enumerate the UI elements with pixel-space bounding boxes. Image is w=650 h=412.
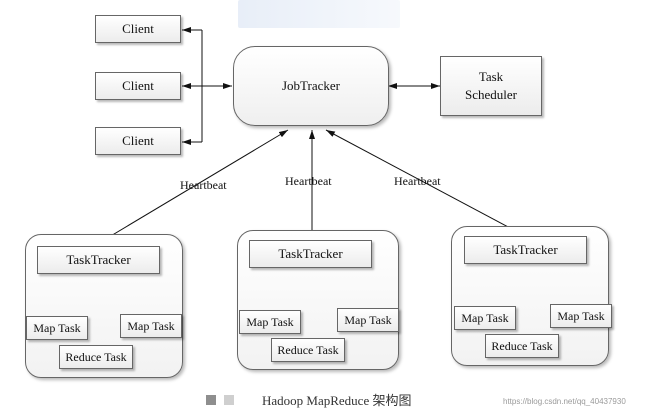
map-task-left-label-1: Map Task	[33, 320, 81, 335]
client-label-2: Client	[122, 78, 154, 93]
task-scheduler-line-1: Task	[478, 69, 504, 84]
map-task-left-label-2: Map Task	[246, 314, 294, 329]
map-task-left-box-3: Map Task	[454, 306, 516, 330]
map-task-right-label-3: Map Task	[557, 308, 605, 323]
task-tracker-label-2: TaskTracker	[278, 246, 343, 261]
caption-square-dark	[206, 394, 216, 405]
reduce-task-label-2: Reduce Task	[277, 342, 339, 357]
task-tracker-box-1: TaskTracker	[37, 246, 160, 274]
heartbeat-label-2: Heartbeat	[285, 174, 332, 188]
watermark-logo	[238, 0, 400, 28]
task-tracker-label-3: TaskTracker	[493, 242, 558, 257]
map-task-left-box-1: Map Task	[26, 316, 88, 340]
heartbeat-label-1: Heartbeat	[180, 178, 227, 192]
task-scheduler-line-2: Scheduler	[465, 87, 517, 102]
job-tracker-label: JobTracker	[281, 78, 340, 93]
reduce-task-label-1: Reduce Task	[65, 349, 127, 364]
client-bus	[182, 27, 232, 145]
map-task-left-label-3: Map Task	[461, 310, 509, 325]
heartbeat-label-3: Heartbeat	[394, 174, 441, 188]
client-box-3: Client	[95, 127, 181, 155]
task-tracker-label-1: TaskTracker	[66, 252, 131, 267]
job-tracker-box: JobTracker	[233, 46, 389, 126]
client-box-1: Client	[95, 15, 181, 43]
map-task-right-box-1: Map Task	[120, 314, 182, 338]
reduce-task-box-3: Reduce Task	[485, 334, 559, 358]
caption-text: Hadoop MapReduce 架构图	[262, 393, 412, 408]
client-box-2: Client	[95, 72, 181, 100]
reduce-task-label-3: Reduce Task	[491, 338, 553, 353]
heartbeat-connector-1	[93, 129, 289, 247]
map-task-right-box-2: Map Task	[337, 308, 399, 332]
figure-caption: Hadoop MapReduce 架构图	[206, 390, 411, 409]
reduce-task-box-2: Reduce Task	[271, 338, 345, 362]
watermark-url: https://blog.csdn.net/qq_40437930	[503, 397, 626, 406]
task-tracker-box-3: TaskTracker	[464, 236, 587, 264]
heartbeat-connector-3	[325, 129, 526, 237]
map-task-right-label-1: Map Task	[127, 318, 175, 333]
task-tracker-box-2: TaskTracker	[249, 240, 372, 268]
caption-square-light	[224, 394, 234, 405]
map-task-right-label-2: Map Task	[344, 312, 392, 327]
task-scheduler-box: Task Scheduler	[440, 56, 542, 116]
map-task-right-box-3: Map Task	[550, 304, 612, 328]
map-task-left-box-2: Map Task	[239, 310, 301, 334]
client-label-3: Client	[122, 133, 154, 148]
reduce-task-box-1: Reduce Task	[59, 345, 133, 369]
client-label-1: Client	[122, 21, 154, 36]
